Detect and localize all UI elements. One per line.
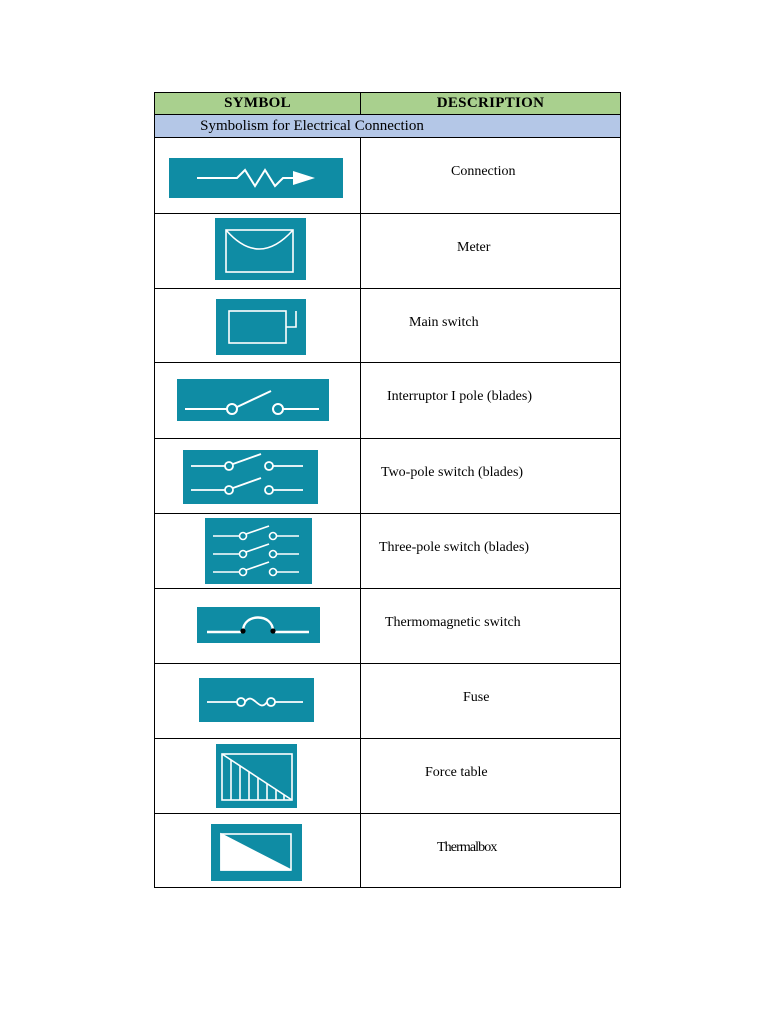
- symbol-cell: [155, 138, 361, 213]
- description-cell: Three-pole switch (blades): [361, 514, 620, 588]
- table-row: Interruptor I pole (blades): [155, 363, 620, 439]
- single-pole-switch-symbol-icon: [177, 379, 329, 421]
- description-cell: Meter: [361, 214, 620, 288]
- description-cell: Force table: [361, 739, 620, 813]
- description-text: Two-pole switch (blades): [381, 465, 524, 480]
- symbol-cell: [155, 289, 361, 362]
- table-row: Three-pole switch (blades): [155, 514, 620, 589]
- symbol-cell: [155, 363, 361, 438]
- description-text: Main switch: [409, 315, 479, 330]
- thermal-box-symbol-icon: [211, 824, 302, 881]
- description-text: Fuse: [463, 690, 490, 705]
- symbol-cell: [155, 514, 361, 588]
- description-text: Thermalbox: [437, 840, 497, 855]
- header-description: DESCRIPTION: [436, 95, 545, 111]
- connection-symbol-icon: [169, 158, 343, 198]
- table-row: Main switch: [155, 289, 620, 363]
- symbol-table: SYMBOL DESCRIPTION Symbolism for Electri…: [154, 92, 621, 888]
- meter-symbol-icon: [215, 218, 306, 280]
- table-subheader-row: Symbolism for Electrical Connection: [155, 115, 620, 138]
- description-text: Meter: [457, 240, 491, 255]
- symbol-cell: [155, 214, 361, 288]
- main-switch-symbol-icon: [216, 299, 306, 355]
- description-cell: Fuse: [361, 664, 620, 738]
- description-text: Three-pole switch (blades): [379, 540, 530, 555]
- symbol-cell: [155, 814, 361, 888]
- two-pole-switch-symbol-icon: [183, 450, 318, 504]
- description-text: Connection: [451, 164, 516, 179]
- symbol-cell: [155, 439, 361, 513]
- description-text: Thermomagnetic switch: [385, 615, 521, 630]
- fuse-symbol-icon: [199, 678, 314, 722]
- description-cell: Interruptor I pole (blades): [361, 363, 620, 438]
- subheader-title: Symbolism for Electrical Connection: [200, 118, 424, 134]
- table-row: Meter: [155, 214, 620, 289]
- symbol-cell: [155, 664, 361, 738]
- symbol-cell: [155, 589, 361, 663]
- table-row: Thermomagnetic switch: [155, 589, 620, 664]
- three-pole-switch-symbol-icon: [205, 518, 312, 584]
- description-text: Force table: [425, 765, 488, 780]
- symbol-cell: [155, 739, 361, 813]
- table-row: Fuse: [155, 664, 620, 739]
- table-header-row: SYMBOL DESCRIPTION: [155, 93, 620, 115]
- description-cell: Main switch: [361, 289, 620, 362]
- description-cell: Two-pole switch (blades): [361, 439, 620, 513]
- header-symbol: SYMBOL: [155, 93, 361, 114]
- description-cell: Thermalbox: [361, 814, 620, 888]
- table-row: Two-pole switch (blades): [155, 439, 620, 514]
- table-row: Connection: [155, 138, 620, 214]
- force-table-symbol-icon: [216, 744, 297, 808]
- description-cell: Thermomagnetic switch: [361, 589, 620, 663]
- table-row: Force table: [155, 739, 620, 814]
- description-text: Interruptor I pole (blades): [387, 389, 532, 404]
- thermomagnetic-switch-symbol-icon: [197, 607, 320, 643]
- table-row: Thermalbox: [155, 814, 620, 888]
- description-cell: Connection: [361, 138, 620, 213]
